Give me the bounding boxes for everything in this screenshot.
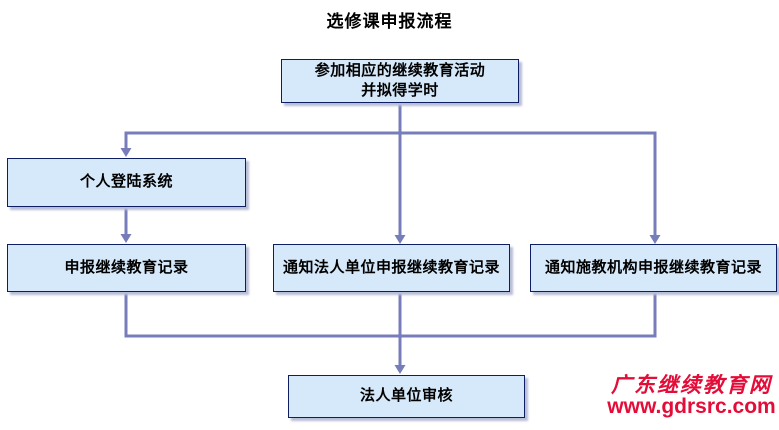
node-personal-login: 个人登陆系统 [7,158,246,207]
node-label: 个人登陆系统 [79,173,173,191]
node-label: 申报继续教育记录 [64,258,189,276]
node-label: 参加相应的继续教育活动 并拟得学时 [314,61,486,99]
watermark: 广东继续教育网 www.gdrsrc.com [604,374,779,418]
node-notify-legal-entity: 通知法人单位申报继续教育记录 [273,244,510,292]
node-attend-activity: 参加相应的继续教育活动 并拟得学时 [281,59,519,103]
arrowhead-down-icon [394,235,406,244]
arrowhead-down-icon [394,365,406,374]
node-notify-institution: 通知施教机构申报继续教育记录 [530,244,777,292]
node-label: 法人单位审核 [359,387,453,405]
node-legal-entity-review: 法人单位审核 [288,375,525,418]
arrowhead-down-icon [120,148,132,157]
node-label: 通知法人单位申报继续教育记录 [282,258,500,276]
arrowhead-down-icon [120,234,132,243]
node-label: 通知施教机构申报继续教育记录 [544,258,762,276]
diagram-title: 选修课申报流程 [326,12,453,31]
arrowhead-down-icon [649,235,661,244]
watermark-site-url: www.gdrsrc.com [607,395,776,419]
watermark-site-name: 广东继续教育网 [611,373,772,397]
node-declare-record: 申报继续教育记录 [7,244,246,292]
